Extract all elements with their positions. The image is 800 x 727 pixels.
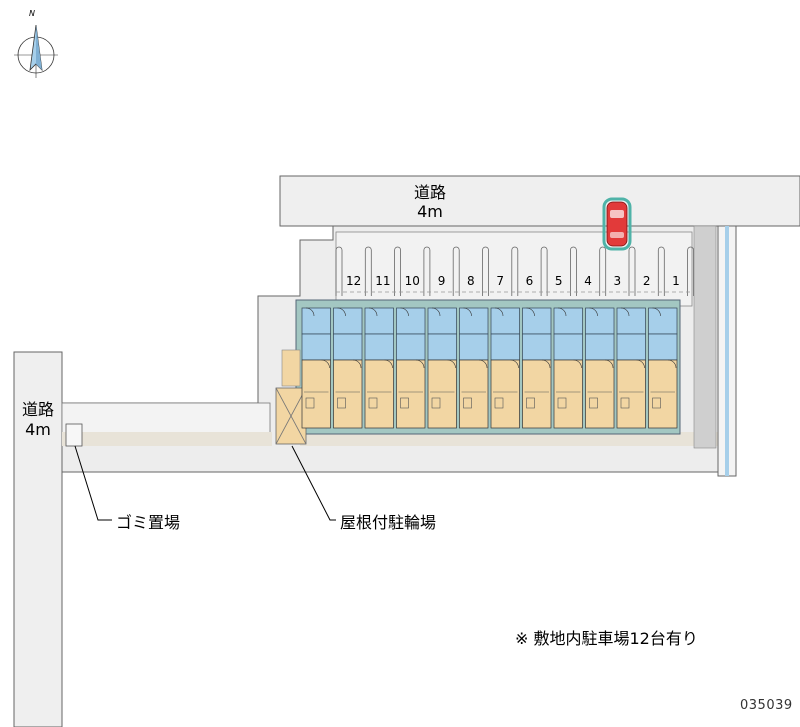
garbage-leader [74,445,112,521]
stall-line [687,246,694,296]
parking-note: ※ 敷地内駐車場12台有り [515,629,698,648]
parking-space-number: 7 [496,274,504,288]
compass-n-label: N [29,9,35,18]
unit [459,307,489,429]
parking-space-number: 3 [614,274,622,288]
unit [364,307,394,429]
stall-line [423,246,431,296]
unit [301,307,331,429]
stall-line [335,246,343,296]
left-road-name: 道路 [21,400,54,419]
stall-line [540,246,548,296]
top-road [279,175,800,227]
unit [396,307,426,429]
hatched-strip [693,225,717,449]
unit [585,307,615,429]
unit [648,307,678,429]
parking-space-number: 1 [672,274,680,288]
unit [553,307,583,429]
parking-numbers: 12 11 10 9 8 7 6 5 4 3 2 1 [346,274,680,288]
unit [522,307,552,429]
parking-stalls [335,246,694,296]
parking-space-number: 4 [584,274,592,288]
property-code: 035039 [740,698,793,713]
unit [427,307,457,429]
stall-line [452,246,460,296]
parking-space-number: 9 [438,274,446,288]
stall-line [482,246,489,296]
parking-area [335,231,693,307]
unit [616,307,646,429]
top-road-name: 道路 [413,183,446,202]
left-road-width: 4m [25,420,51,439]
unit [333,307,363,429]
top-road-label: 道路 4m [340,183,520,221]
parking-space-number: 2 [643,274,651,288]
parking-space-number: 11 [375,274,390,288]
garbage-area [65,423,83,447]
stall-line [394,246,401,296]
left-road-label: 道路 4m [14,400,62,440]
compass-icon [14,24,58,78]
stall-line [628,246,636,296]
stall-line [657,246,665,296]
parking-space-number: 12 [346,274,361,288]
bicycle-label: 屋根付駐輪場 [340,513,437,532]
stall-line [599,246,607,296]
parking-space-number: 5 [555,274,563,288]
stall-line [570,246,577,296]
car-icon [602,197,632,251]
unit-row [301,307,678,429]
parking-space-number: 8 [467,274,475,288]
stall-line [364,246,372,296]
left-road [13,351,63,727]
garbage-label: ゴミ置場 [116,513,181,532]
top-road-width: 4m [417,202,443,221]
parking-space-number: 6 [526,274,534,288]
stall-line [511,246,519,296]
unit [490,307,520,429]
bicycle-leader [291,445,336,521]
parking-space-number: 10 [405,274,420,288]
